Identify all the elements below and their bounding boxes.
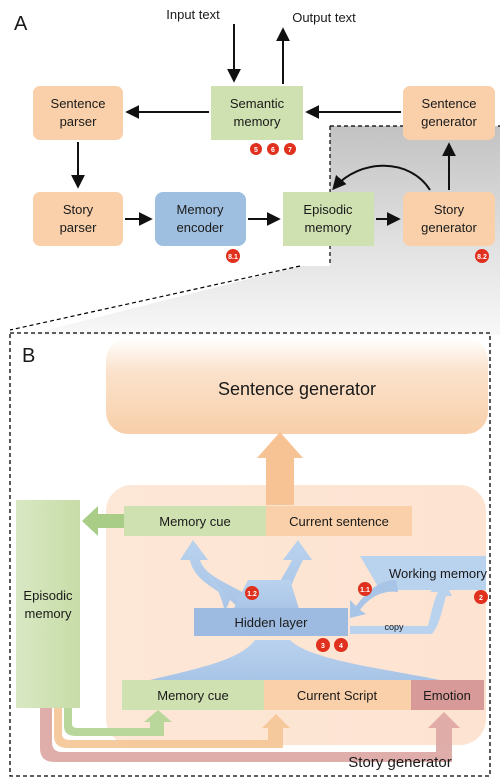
badge-5 — [250, 143, 262, 155]
badge-2 — [474, 590, 488, 604]
hidden-layer: Hidden layer — [235, 615, 309, 630]
current-script-box — [264, 680, 411, 710]
story-generator-line1: Story — [434, 202, 465, 217]
current-sentence-box — [266, 506, 412, 536]
badge-1-1-text: 1.1 — [360, 587, 370, 594]
episodic-memory-line2: memory — [305, 220, 352, 235]
badge-3-text: 3 — [321, 643, 325, 650]
episodic-to-emotion-loop — [40, 708, 460, 762]
story-parser-box: Story parser — [33, 192, 123, 246]
semantic-memory-line1: Semantic — [230, 96, 285, 111]
current-script: Current Script — [297, 688, 378, 703]
badge-1-2-text: 1.2 — [247, 591, 257, 598]
memory-cue-top-box — [124, 506, 266, 536]
episodic-memory-line1: Episodic — [303, 202, 353, 217]
story-parser-line2: parser — [60, 220, 98, 235]
storygen-to-episodic-arc — [332, 164, 431, 191]
badge-4-text: 4 — [339, 643, 343, 650]
sentence-parser-box: Sentence parser — [33, 86, 123, 140]
semantic-memory-box: Semantic memory — [211, 86, 303, 140]
badge-8-1 — [226, 249, 240, 263]
badge-6-text: 6 — [271, 147, 275, 154]
sentence-parser-line1: Sentence — [51, 96, 106, 111]
current-sentence: Current sentence — [289, 514, 389, 529]
episodic-memory-b-line1: Episodic — [23, 588, 73, 603]
memory-cue-bottom: Memory cue — [157, 688, 229, 703]
copy-arrow — [350, 580, 452, 634]
badge-5-text: 5 — [254, 147, 258, 154]
memory-encoder-line1: Memory — [177, 202, 224, 217]
emotion: Emotion — [423, 688, 471, 703]
memory-cue-top: Memory cue — [159, 514, 231, 529]
badge-6 — [267, 143, 279, 155]
working-memory-to-hidden-arrow — [350, 580, 398, 618]
input-text-label: Input text — [166, 7, 220, 22]
input-row: Memory cue Current Script Emotion — [122, 680, 484, 710]
episodic-memory-box-b: Episodic memory — [16, 500, 80, 708]
sentence-parser-line2: parser — [60, 114, 98, 129]
episodic-memory-b-line2: memory — [25, 606, 72, 621]
output-text-label: Output text — [292, 10, 356, 25]
episodic-memory-box-a: Episodic memory — [283, 192, 374, 246]
episodic-to-script-loop — [54, 708, 290, 748]
working-memory-block: Working memory copy — [350, 556, 487, 634]
semantic-memory-line2: memory — [234, 114, 281, 129]
badge-4 — [334, 638, 348, 652]
output-row: Memory cue Current sentence — [124, 506, 412, 536]
sentence-generator-line2: generator — [421, 114, 477, 129]
badge-3 — [316, 638, 330, 652]
emotion-box — [411, 680, 484, 710]
cue-to-episodic-arrow — [82, 506, 126, 536]
hidden-layer-box: Hidden layer — [194, 608, 348, 636]
story-generator-box-a: Story generator — [403, 192, 495, 246]
badge-2-text: 2 — [479, 595, 483, 602]
semantic-badges: 5 6 7 — [250, 143, 296, 155]
episodic-to-cue-loop — [64, 708, 172, 736]
story-generator-label: Story generator — [348, 754, 451, 771]
sentence-generator-box-b: Sentence generator — [106, 338, 488, 434]
badge-7 — [284, 143, 296, 155]
memory-encoder-box: Memory encoder — [155, 192, 246, 246]
sentence-generator-box-a: Sentence generator — [403, 86, 495, 140]
story-parser-line1: Story — [63, 202, 94, 217]
panel-b-label: B — [22, 345, 35, 367]
memory-encoder-line2: encoder — [177, 220, 225, 235]
sentence-to-generator-arrow — [257, 432, 303, 505]
badge-8-1-text: 8.1 — [228, 254, 238, 261]
badge-8-2-text: 8.2 — [477, 254, 487, 261]
story-generator-line2: generator — [421, 220, 477, 235]
badge-1-1 — [358, 582, 372, 596]
input-to-hidden-fan — [150, 640, 440, 680]
panel-a-label: A — [14, 13, 28, 35]
badge-8-2 — [475, 249, 489, 263]
badge-1-2 — [245, 586, 259, 600]
working-memory: Working memory — [389, 566, 488, 581]
memory-cue-bottom-box — [122, 680, 264, 710]
panel-b-frame — [9, 332, 491, 777]
copy-label: copy — [384, 622, 404, 632]
badge-7-text: 7 — [288, 147, 292, 154]
sentence-generator-line1: Sentence — [422, 96, 477, 111]
sentence-generator-title: Sentence generator — [218, 379, 376, 399]
